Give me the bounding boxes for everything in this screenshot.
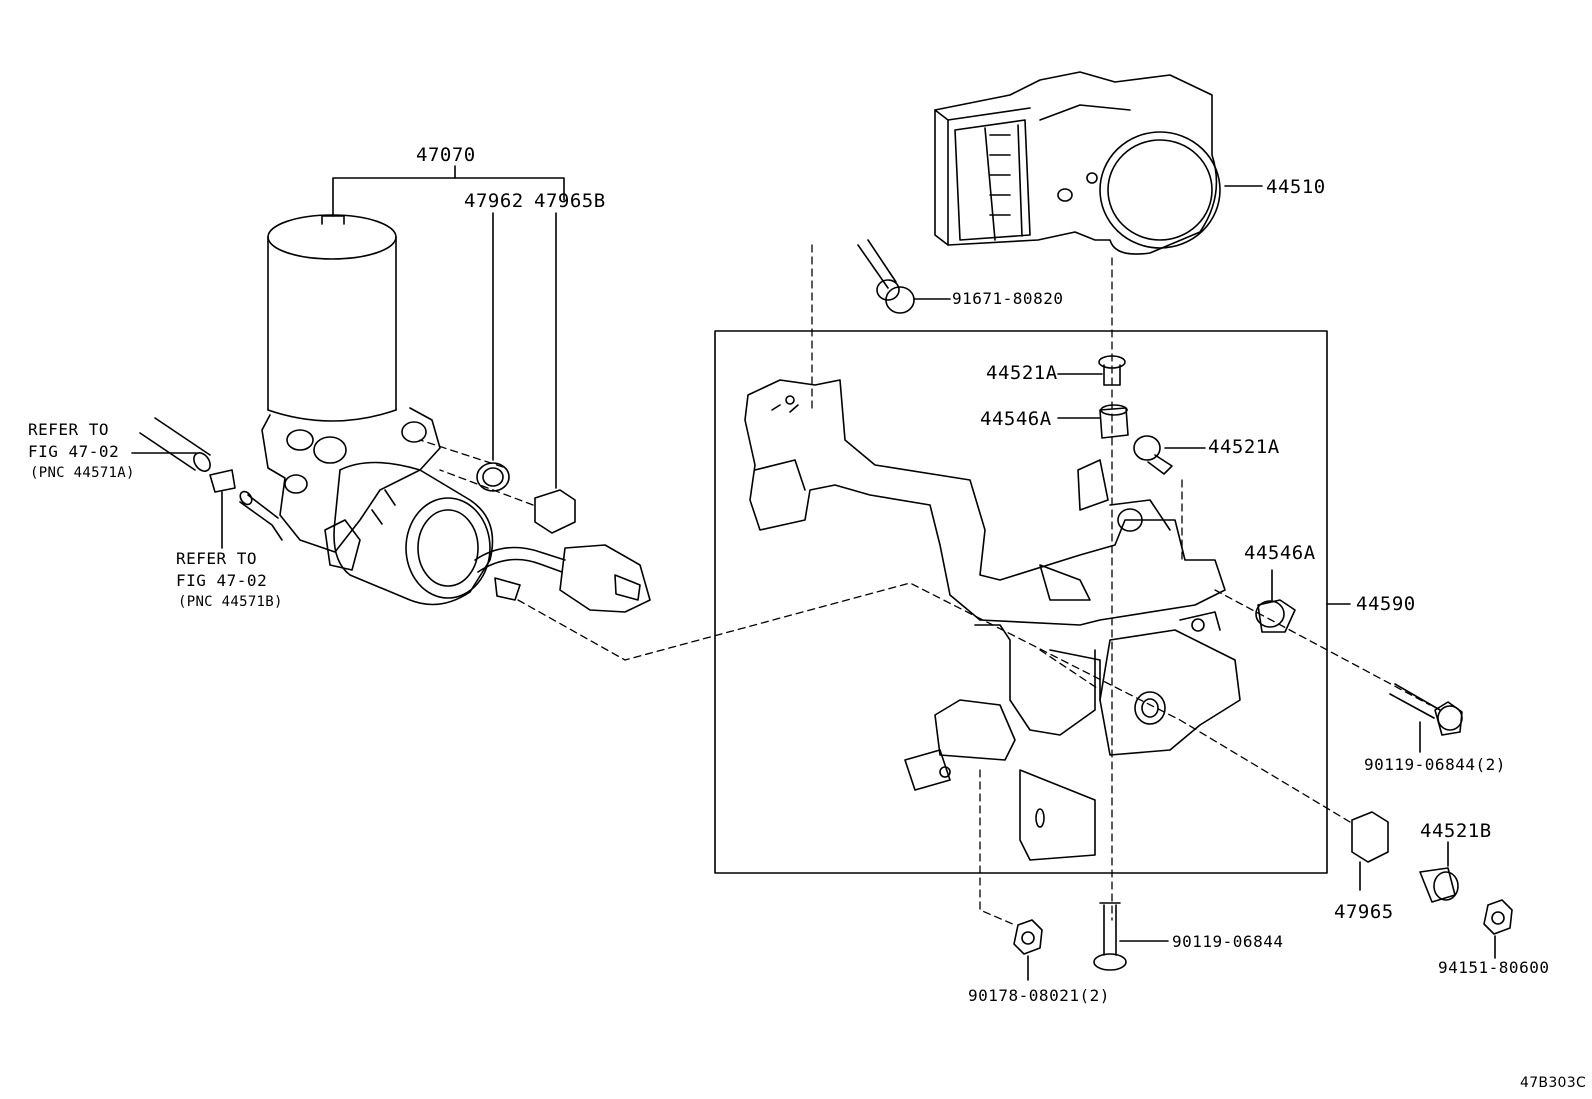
leader-lines bbox=[131, 165, 1496, 981]
pump-motor-assembly bbox=[261, 214, 651, 613]
part-label-44590: 44590 bbox=[1356, 593, 1416, 615]
bracket-44590 bbox=[744, 379, 1241, 861]
grommet-44546A-side bbox=[1255, 600, 1285, 628]
abs-actuator bbox=[934, 71, 1221, 255]
cushion-47965B bbox=[534, 489, 576, 534]
part-label-44546A-top: 44546A bbox=[980, 408, 1052, 430]
part-label-47965B: 47965B bbox=[534, 190, 606, 212]
part-label-90119-06844: 90119-06844 bbox=[1172, 932, 1284, 951]
part-label-90119-06844-2: 90119-06844(2) bbox=[1364, 755, 1506, 774]
part-label-47070: 47070 bbox=[416, 144, 476, 166]
figure-code: 47B303C bbox=[1520, 1075, 1587, 1091]
grommet-44546A-top bbox=[1099, 407, 1129, 439]
bolt-90119-right bbox=[1389, 683, 1441, 719]
part-label-44521A-top: 44521A bbox=[986, 362, 1058, 384]
refer-b-line1: REFER TO bbox=[176, 549, 258, 568]
o-ring-47962 bbox=[476, 462, 510, 492]
cushion-47965 bbox=[1351, 811, 1389, 863]
bracket-assembly-frame bbox=[714, 330, 1328, 874]
pipe-fitting bbox=[239, 494, 283, 541]
refer-a-line2: FIG 47-02 bbox=[28, 442, 120, 461]
hose-clip bbox=[209, 469, 236, 493]
part-label-44546A-side: 44546A bbox=[1244, 542, 1316, 564]
nut-90178 bbox=[1013, 919, 1043, 955]
part-label-44521A-side: 44521A bbox=[1208, 436, 1280, 458]
refer-a-line3: (PNC 44571A) bbox=[30, 465, 135, 481]
part-label-47962: 47962 bbox=[464, 190, 524, 212]
collar-44521A-side bbox=[1133, 435, 1161, 461]
nut-94151 bbox=[1483, 899, 1513, 935]
refer-a-line1: REFER TO bbox=[28, 420, 110, 439]
part-label-44521B: 44521B bbox=[1420, 820, 1492, 842]
part-label-94151-80600: 94151-80600 bbox=[1438, 958, 1550, 977]
part-label-91671-80820: 91671-80820 bbox=[952, 289, 1064, 308]
bolt-90119-bottom bbox=[1103, 904, 1117, 956]
part-label-44510: 44510 bbox=[1266, 176, 1326, 198]
part-label-90178-08021-2: 90178-08021(2) bbox=[968, 986, 1110, 1005]
refer-b-line3: (PNC 44571B) bbox=[178, 594, 283, 610]
refer-b-line2: FIG 47-02 bbox=[176, 571, 268, 590]
part-label-47965: 47965 bbox=[1334, 901, 1394, 923]
hose-line bbox=[139, 417, 211, 471]
alignment-lines bbox=[419, 244, 1431, 926]
